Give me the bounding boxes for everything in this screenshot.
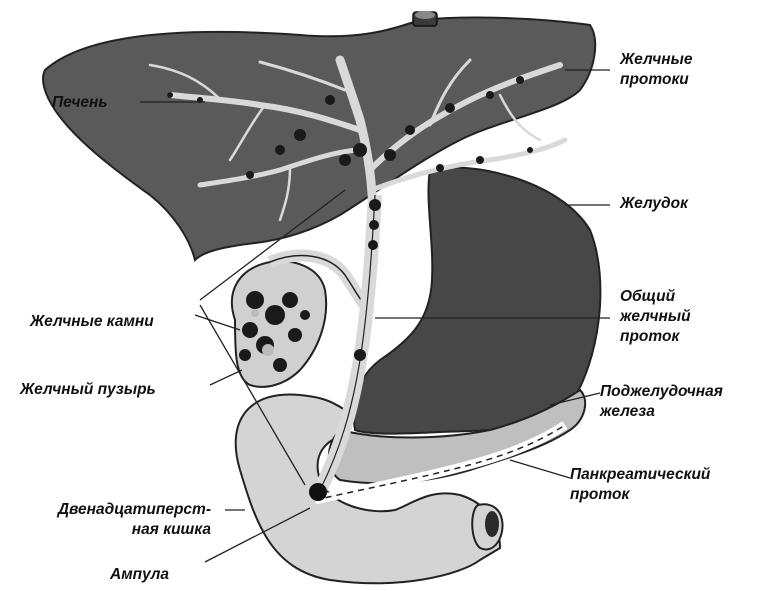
label-bile-ducts: Желчные протоки [620, 50, 693, 90]
duodenum-opening [485, 511, 499, 537]
label-duodenum-line2: ная кишка [58, 520, 211, 540]
label-pancreas-line2: железа [600, 402, 723, 422]
label-gallbladder: Желчный пузырь [20, 380, 156, 400]
label-duodenum-line1: Двенадцатиперст- [58, 500, 211, 520]
label-common-duct-line1: Общий [620, 287, 691, 307]
label-bile-ducts-line1: Желчные [620, 50, 693, 70]
label-common-bile-duct: Общий желчный проток [620, 287, 691, 347]
label-common-duct-line2: желчный [620, 307, 691, 327]
ampulla [309, 483, 327, 501]
stomach [354, 168, 601, 434]
label-stomach: Желудок [620, 194, 688, 214]
label-pancreatic-duct: Панкреатический проток [570, 465, 710, 505]
label-pancreatic-duct-line1: Панкреатический [570, 465, 710, 485]
label-common-duct-line3: проток [620, 327, 691, 347]
label-gallstones: Желчные камни [30, 312, 154, 332]
label-pancreatic-duct-line2: проток [570, 485, 710, 505]
label-bile-ducts-line2: протоки [620, 70, 693, 90]
label-pancreas: Поджелудочная железа [600, 382, 723, 422]
label-ampulla: Ампула [110, 565, 169, 585]
label-liver: Печень [52, 93, 108, 113]
label-duodenum: Двенадцатиперст- ная кишка [58, 500, 211, 540]
label-pancreas-line1: Поджелудочная [600, 382, 723, 402]
